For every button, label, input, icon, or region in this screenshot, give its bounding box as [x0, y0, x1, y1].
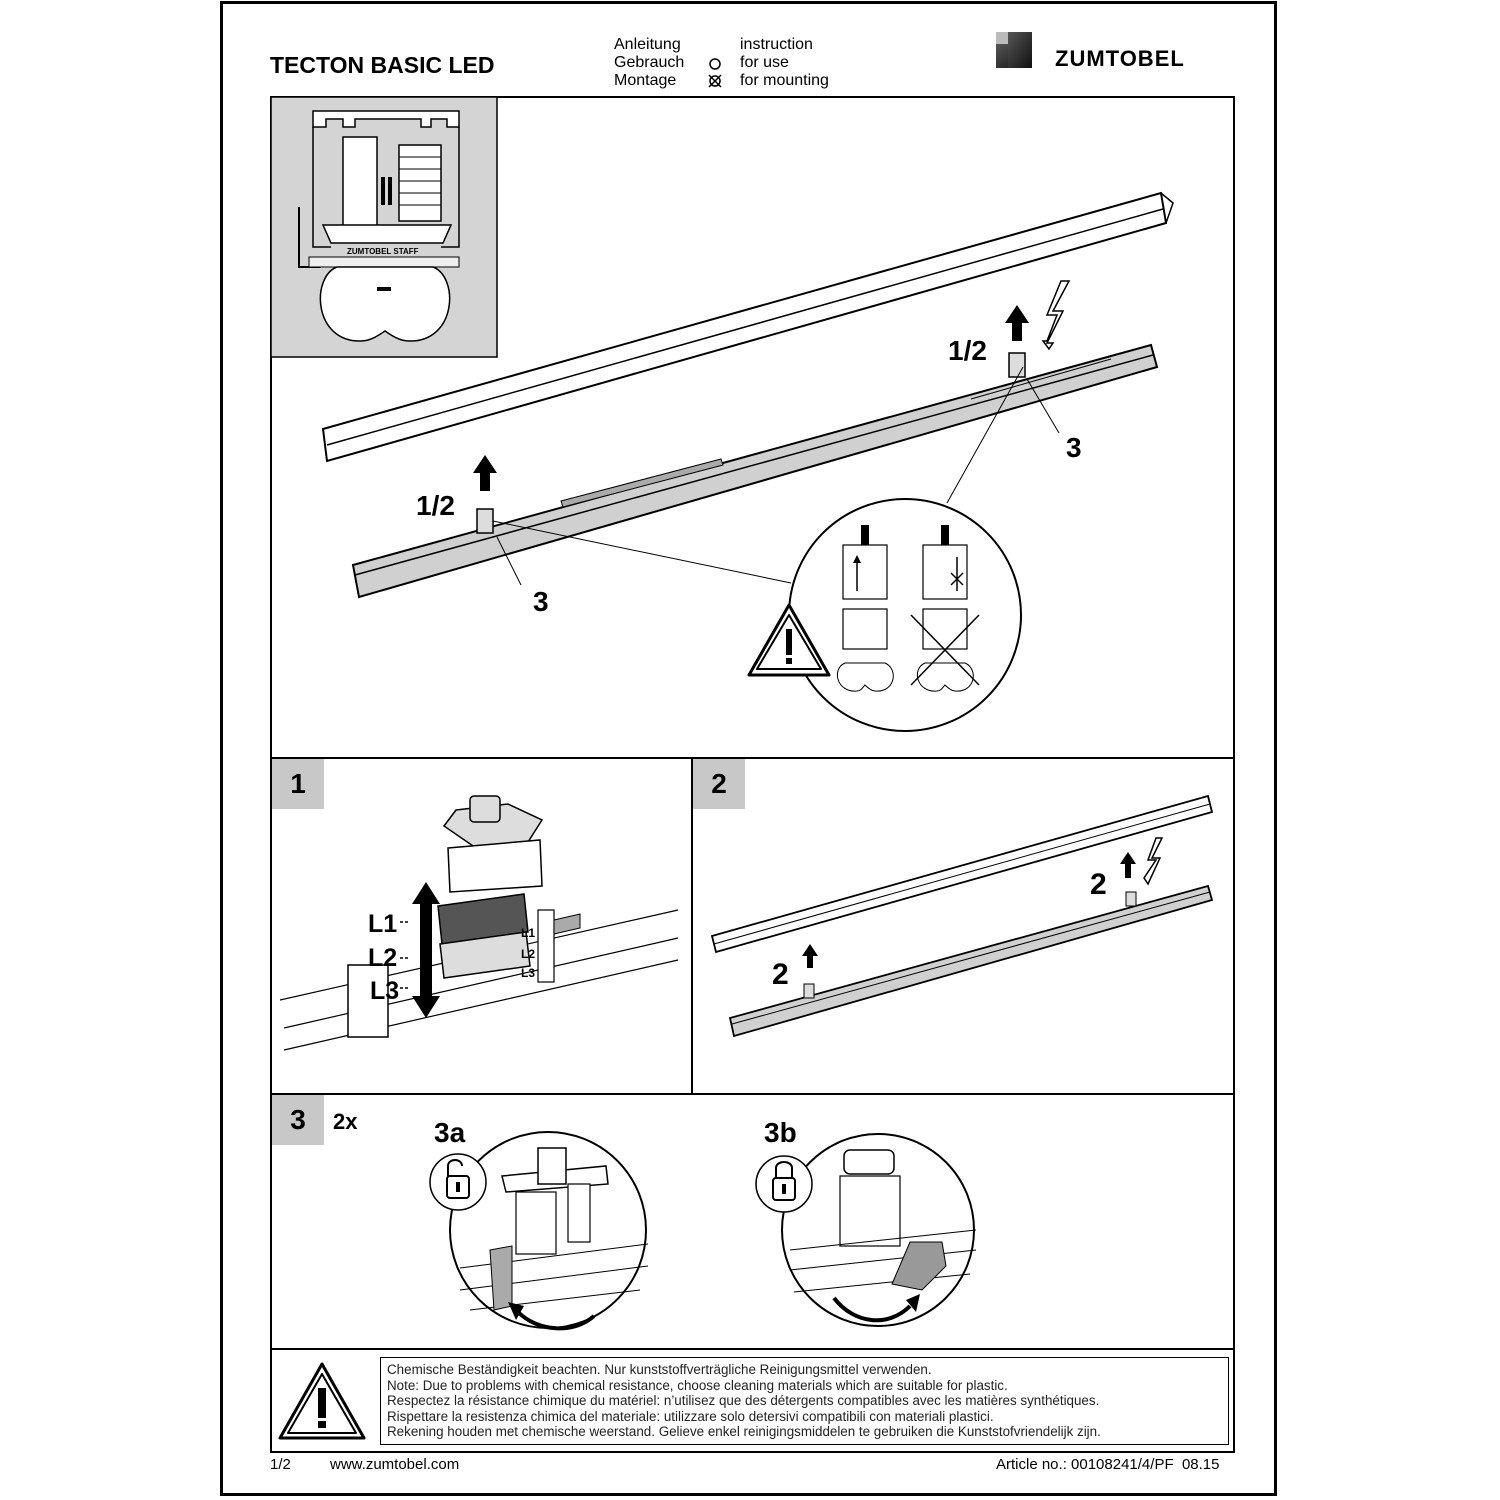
header-german-column: Anleitung Gebrauch Montage [614, 36, 684, 90]
divider [270, 1348, 1235, 1350]
step-1-number: 1 [272, 759, 324, 809]
header-de-line: Gebrauch [614, 54, 685, 71]
rotate-arrow-icon [832, 1296, 912, 1323]
warning-icon [747, 603, 831, 677]
label-step2-right: 2 [1090, 868, 1107, 901]
header-de-line: Anleitung [614, 36, 681, 53]
page-number: 1/2 [270, 1456, 291, 1473]
label-small-L3: L3 [521, 966, 536, 980]
step-3b-label: 3b [764, 1117, 797, 1148]
label-L1: L1 [368, 910, 398, 938]
step-3a-label: 3a [434, 1117, 466, 1148]
header-english-column: instruction for use for mounting [740, 36, 829, 90]
inset-stamp-text: ZUMTOBEL STAFF [347, 247, 419, 256]
lightning-icon [1143, 837, 1164, 886]
divider [691, 757, 693, 1093]
label-left-3: 3 [533, 586, 549, 617]
profile-cross-section-inset [271, 97, 498, 358]
step-3a-illustration [429, 1131, 649, 1331]
article-number: Article no.: 00108241/4/PF 08.15 [996, 1456, 1220, 1473]
document-page [220, 1, 1277, 1496]
divider [270, 757, 1235, 759]
overview-diagram: ZUMTOBEL STAFF [271, 97, 1174, 732]
luminaire-body [728, 884, 1214, 1038]
luminaire-body [351, 343, 1159, 599]
note-line: Note: Due to problems with chemical resi… [387, 1377, 1008, 1393]
step-3b-illustration [755, 1133, 977, 1327]
warning-icon [278, 1362, 366, 1440]
unlock-icon [429, 1153, 487, 1211]
arrow-up-icon [473, 455, 497, 491]
adapter-left [476, 508, 494, 534]
cover-strip [321, 191, 1174, 463]
header-en-line: for use [740, 54, 789, 71]
brand-name: ZUMTOBEL [1055, 46, 1185, 71]
rotate-arrow-icon [516, 1310, 596, 1331]
website-link[interactable]: www.zumtobel.com [330, 1456, 460, 1473]
label-step2-left: 2 [772, 958, 789, 991]
label-small-L1: L1 [521, 926, 536, 940]
detail-circle [788, 498, 1022, 732]
label-L3: L3 [370, 977, 400, 1005]
note-line: Rispettare la resistenza chimica del mat… [387, 1408, 994, 1424]
incorrect-mounting-illustration [910, 525, 980, 692]
label-right-3: 3 [1066, 432, 1082, 463]
step-2-illustration [710, 794, 1214, 1038]
product-title: TECTON BASIC LED [270, 52, 495, 78]
chemical-resistance-note: Chemische Beständigkeit beachten. Nur ku… [380, 1357, 1229, 1445]
header-en-line: instruction [740, 36, 813, 53]
label-L2: L2 [368, 944, 398, 972]
usage-symbols [708, 58, 722, 88]
divider [270, 1093, 1235, 1095]
arrow-up-icon [1120, 852, 1136, 878]
cover-strip [710, 794, 1214, 954]
step-3-number: 3 [272, 1095, 324, 1145]
label-left-step: 1/2 [416, 490, 455, 521]
step-2-number: 2 [693, 759, 745, 809]
step-3-multiplier: 2x [333, 1109, 358, 1134]
note-line: Rekening houden met chemische weerstand.… [387, 1424, 1101, 1440]
zumtobel-logo-icon [996, 32, 1032, 68]
adapter-right [1008, 352, 1026, 378]
circle-icon [709, 58, 721, 70]
instruction-frame [270, 96, 1235, 1453]
lock-icon [755, 1155, 813, 1213]
step-1-adapter-illustration [280, 795, 679, 1051]
lightning-icon [1041, 280, 1071, 351]
note-line: Chemische Beständigkeit beachten. Nur ku… [387, 1362, 932, 1377]
arrow-up-icon [802, 944, 818, 968]
correct-mounting-illustration [836, 525, 894, 692]
arrow-up-icon [1005, 305, 1029, 341]
label-small-L2: L2 [521, 947, 536, 961]
header-en-line: for mounting [740, 72, 829, 89]
note-line: Respectez la résistance chimique du maté… [387, 1393, 1100, 1409]
label-right-step: 1/2 [948, 335, 987, 366]
header-de-line: Montage [614, 72, 677, 89]
crossed-circle-icon [708, 74, 722, 88]
